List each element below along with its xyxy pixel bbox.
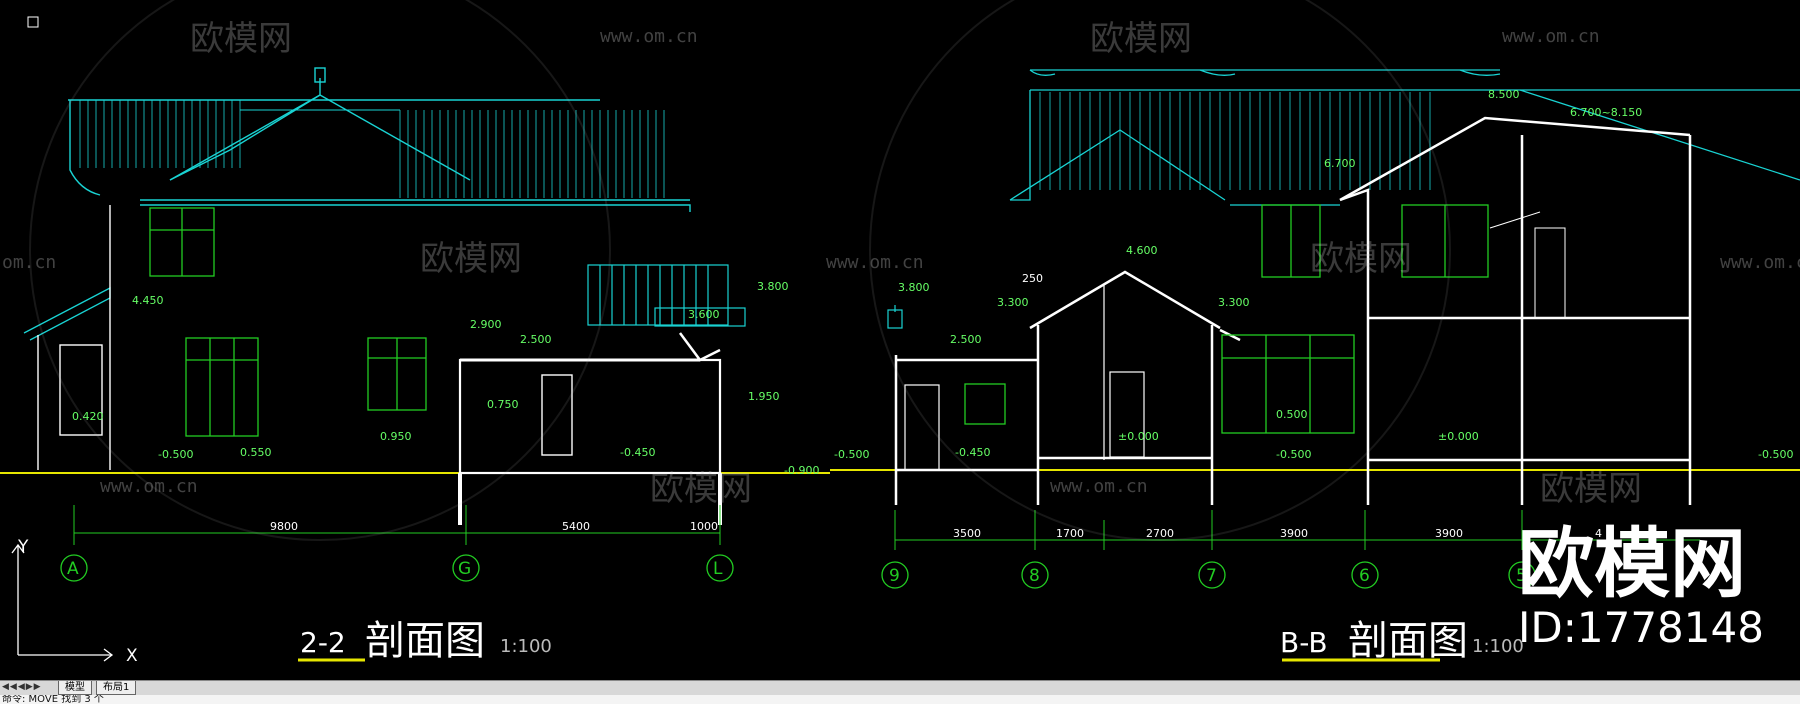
dim-right-4: 3900 xyxy=(1280,527,1308,540)
wm-url-2: www.om.cn xyxy=(1502,26,1600,47)
left-main-roof xyxy=(68,67,691,212)
elev-left-0420: 0.420 xyxy=(72,410,104,423)
window-lower-left xyxy=(185,337,259,437)
right-small-details xyxy=(887,305,903,329)
right-roof xyxy=(1009,69,1800,206)
right-title-prefix: B-B xyxy=(1280,626,1328,659)
elev-left-2500: 2.500 xyxy=(520,333,552,346)
cad-drawing-canvas[interactable]: 9800 5400 1000 A G L 4.450 0.420 -0.500 … xyxy=(0,0,1800,683)
dim-right-5: 3900 xyxy=(1435,527,1463,540)
viewport-corner-marker xyxy=(27,16,39,28)
elev-right-pm0000-b: ±0.000 xyxy=(1438,430,1479,443)
tab-layout1[interactable]: 布局1 xyxy=(96,681,137,695)
elev-left-0950: 0.950 xyxy=(380,430,412,443)
elev-left-3800: 3.800 xyxy=(757,280,789,293)
elev-left-m0500: -0.500 xyxy=(158,448,193,461)
right-axis-bubbles xyxy=(881,561,1536,589)
right-title-scale: 1:100 xyxy=(1472,636,1524,657)
big-brand-logo: 欧模网 xyxy=(1518,519,1746,608)
elev-left-1950: 1.950 xyxy=(748,390,780,403)
left-axis-bubbles xyxy=(60,554,734,582)
dim-left-3: 1000 xyxy=(690,520,718,533)
elev-left-3600: 3.600 xyxy=(688,308,720,321)
axis-6: 6 xyxy=(1359,566,1370,586)
elev-right-0500: 0.500 xyxy=(1276,408,1308,421)
right-windows xyxy=(964,204,1489,434)
ucs-x-label: X xyxy=(126,646,138,666)
left-section-2-2: 9800 5400 1000 A G L 4.450 0.420 -0.500 … xyxy=(0,67,830,664)
command-line[interactable]: 命令: MOVE 找到 3 个 xyxy=(0,695,1800,704)
axis-5: 5 xyxy=(1516,566,1527,586)
watermarks: 欧模网 www.om.cn 欧模网 www.om.cn om.cn 欧模网 ww… xyxy=(2,0,1800,541)
elev-right-3300-a: 3.300 xyxy=(997,296,1029,309)
wm-url-3: www.om.cn xyxy=(826,252,924,273)
window-right-lower xyxy=(1221,334,1355,434)
tab-nav-arrows-icon[interactable]: ◀◀◀▶▶ xyxy=(2,682,42,692)
elev-right-6700-8150: 6.700~8.150 xyxy=(1570,106,1642,119)
right-section-b-b: 3500 1700 2700 3900 3900 4 9 8 7 6 5 8.5… xyxy=(830,69,1800,664)
right-dimension-line xyxy=(894,510,1700,550)
left-windows xyxy=(149,207,427,437)
layout-tab-bar: ◀◀◀▶▶ 模型 布局1 xyxy=(0,680,1800,695)
wm-url-6: www.om.cn xyxy=(1050,476,1148,497)
elev-left-0550: 0.550 xyxy=(240,446,272,459)
wm-url-5: www.om.cn xyxy=(100,476,198,497)
left-title-main: 剖面图 xyxy=(365,618,485,664)
elev-right-3300-b: 3.300 xyxy=(1218,296,1250,309)
left-right-roof xyxy=(587,264,746,327)
left-elevations: 4.450 0.420 -0.500 0.550 0.950 2.900 2.5… xyxy=(72,280,819,477)
dim-left-1: 9800 xyxy=(270,520,298,533)
axis-G: G xyxy=(458,559,471,579)
left-dimension-line xyxy=(73,505,721,545)
elev-left-m0450: -0.450 xyxy=(620,446,655,459)
axis-8: 8 xyxy=(1029,566,1040,586)
elev-right-m0500-b: -0.500 xyxy=(1276,448,1311,461)
elev-left-m0900: -0.900 xyxy=(784,464,819,477)
wm-url-partial-1: om.cn xyxy=(2,252,56,273)
tab-model[interactable]: 模型 xyxy=(58,681,92,695)
right-elevations: 8.500 6.700~8.150 6.700 4.600 250 3.800 … xyxy=(834,88,1793,461)
dim-right-6: 4 xyxy=(1595,527,1602,540)
left-walls xyxy=(37,205,722,525)
elev-right-8500: 8.500 xyxy=(1488,88,1520,101)
elev-left-2900: 2.900 xyxy=(470,318,502,331)
ucs-icon xyxy=(11,543,114,662)
axis-9: 9 xyxy=(889,566,900,586)
right-section-walls xyxy=(894,116,1692,505)
axis-A: A xyxy=(67,559,79,579)
dim-right-2: 1700 xyxy=(1056,527,1084,540)
elev-right-2500: 2.500 xyxy=(950,333,982,346)
ucs-y-label: Y xyxy=(17,537,29,557)
elev-right-4600: 4.600 xyxy=(1126,244,1158,257)
command-line-text: 命令: MOVE 找到 3 个 xyxy=(2,695,104,704)
left-title-prefix: 2-2 xyxy=(300,626,346,659)
wm-brand-1: 欧模网 xyxy=(190,19,292,59)
right-title-main: 剖面图 xyxy=(1348,618,1468,664)
wm-url-1: www.om.cn xyxy=(600,26,698,47)
elev-right-pm0000-a: ±0.000 xyxy=(1118,430,1159,443)
elev-right-250: 250 xyxy=(1022,272,1043,285)
wm-brand-2: 欧模网 xyxy=(1090,19,1192,59)
wm-url-4: www.om.cn xyxy=(1720,252,1800,273)
model-id-label: ID:1778148 xyxy=(1518,603,1764,652)
dim-left-2: 5400 xyxy=(562,520,590,533)
axis-7: 7 xyxy=(1206,566,1217,586)
wm-brand-6: 欧模网 xyxy=(1540,469,1642,509)
drawing-svg: 9800 5400 1000 A G L 4.450 0.420 -0.500 … xyxy=(0,0,1800,666)
wm-brand-4: 欧模网 xyxy=(1310,239,1412,279)
dim-right-3: 2700 xyxy=(1146,527,1174,540)
wm-brand-3: 欧模网 xyxy=(420,239,522,279)
elev-right-m0500-a: -0.500 xyxy=(834,448,869,461)
wm-brand-5: 欧模网 xyxy=(650,469,752,509)
elev-right-m0450: -0.450 xyxy=(955,446,990,459)
left-title-scale: 1:100 xyxy=(500,636,552,657)
window-right-small xyxy=(964,383,1006,425)
elev-right-6700: 6.700 xyxy=(1324,157,1356,170)
elev-left-4450: 4.450 xyxy=(132,294,164,307)
elev-right-m0500-c: -0.500 xyxy=(1758,448,1793,461)
elev-right-3800: 3.800 xyxy=(898,281,930,294)
axis-L: L xyxy=(713,559,723,579)
dim-right-1: 3500 xyxy=(953,527,981,540)
elev-left-0750: 0.750 xyxy=(487,398,519,411)
